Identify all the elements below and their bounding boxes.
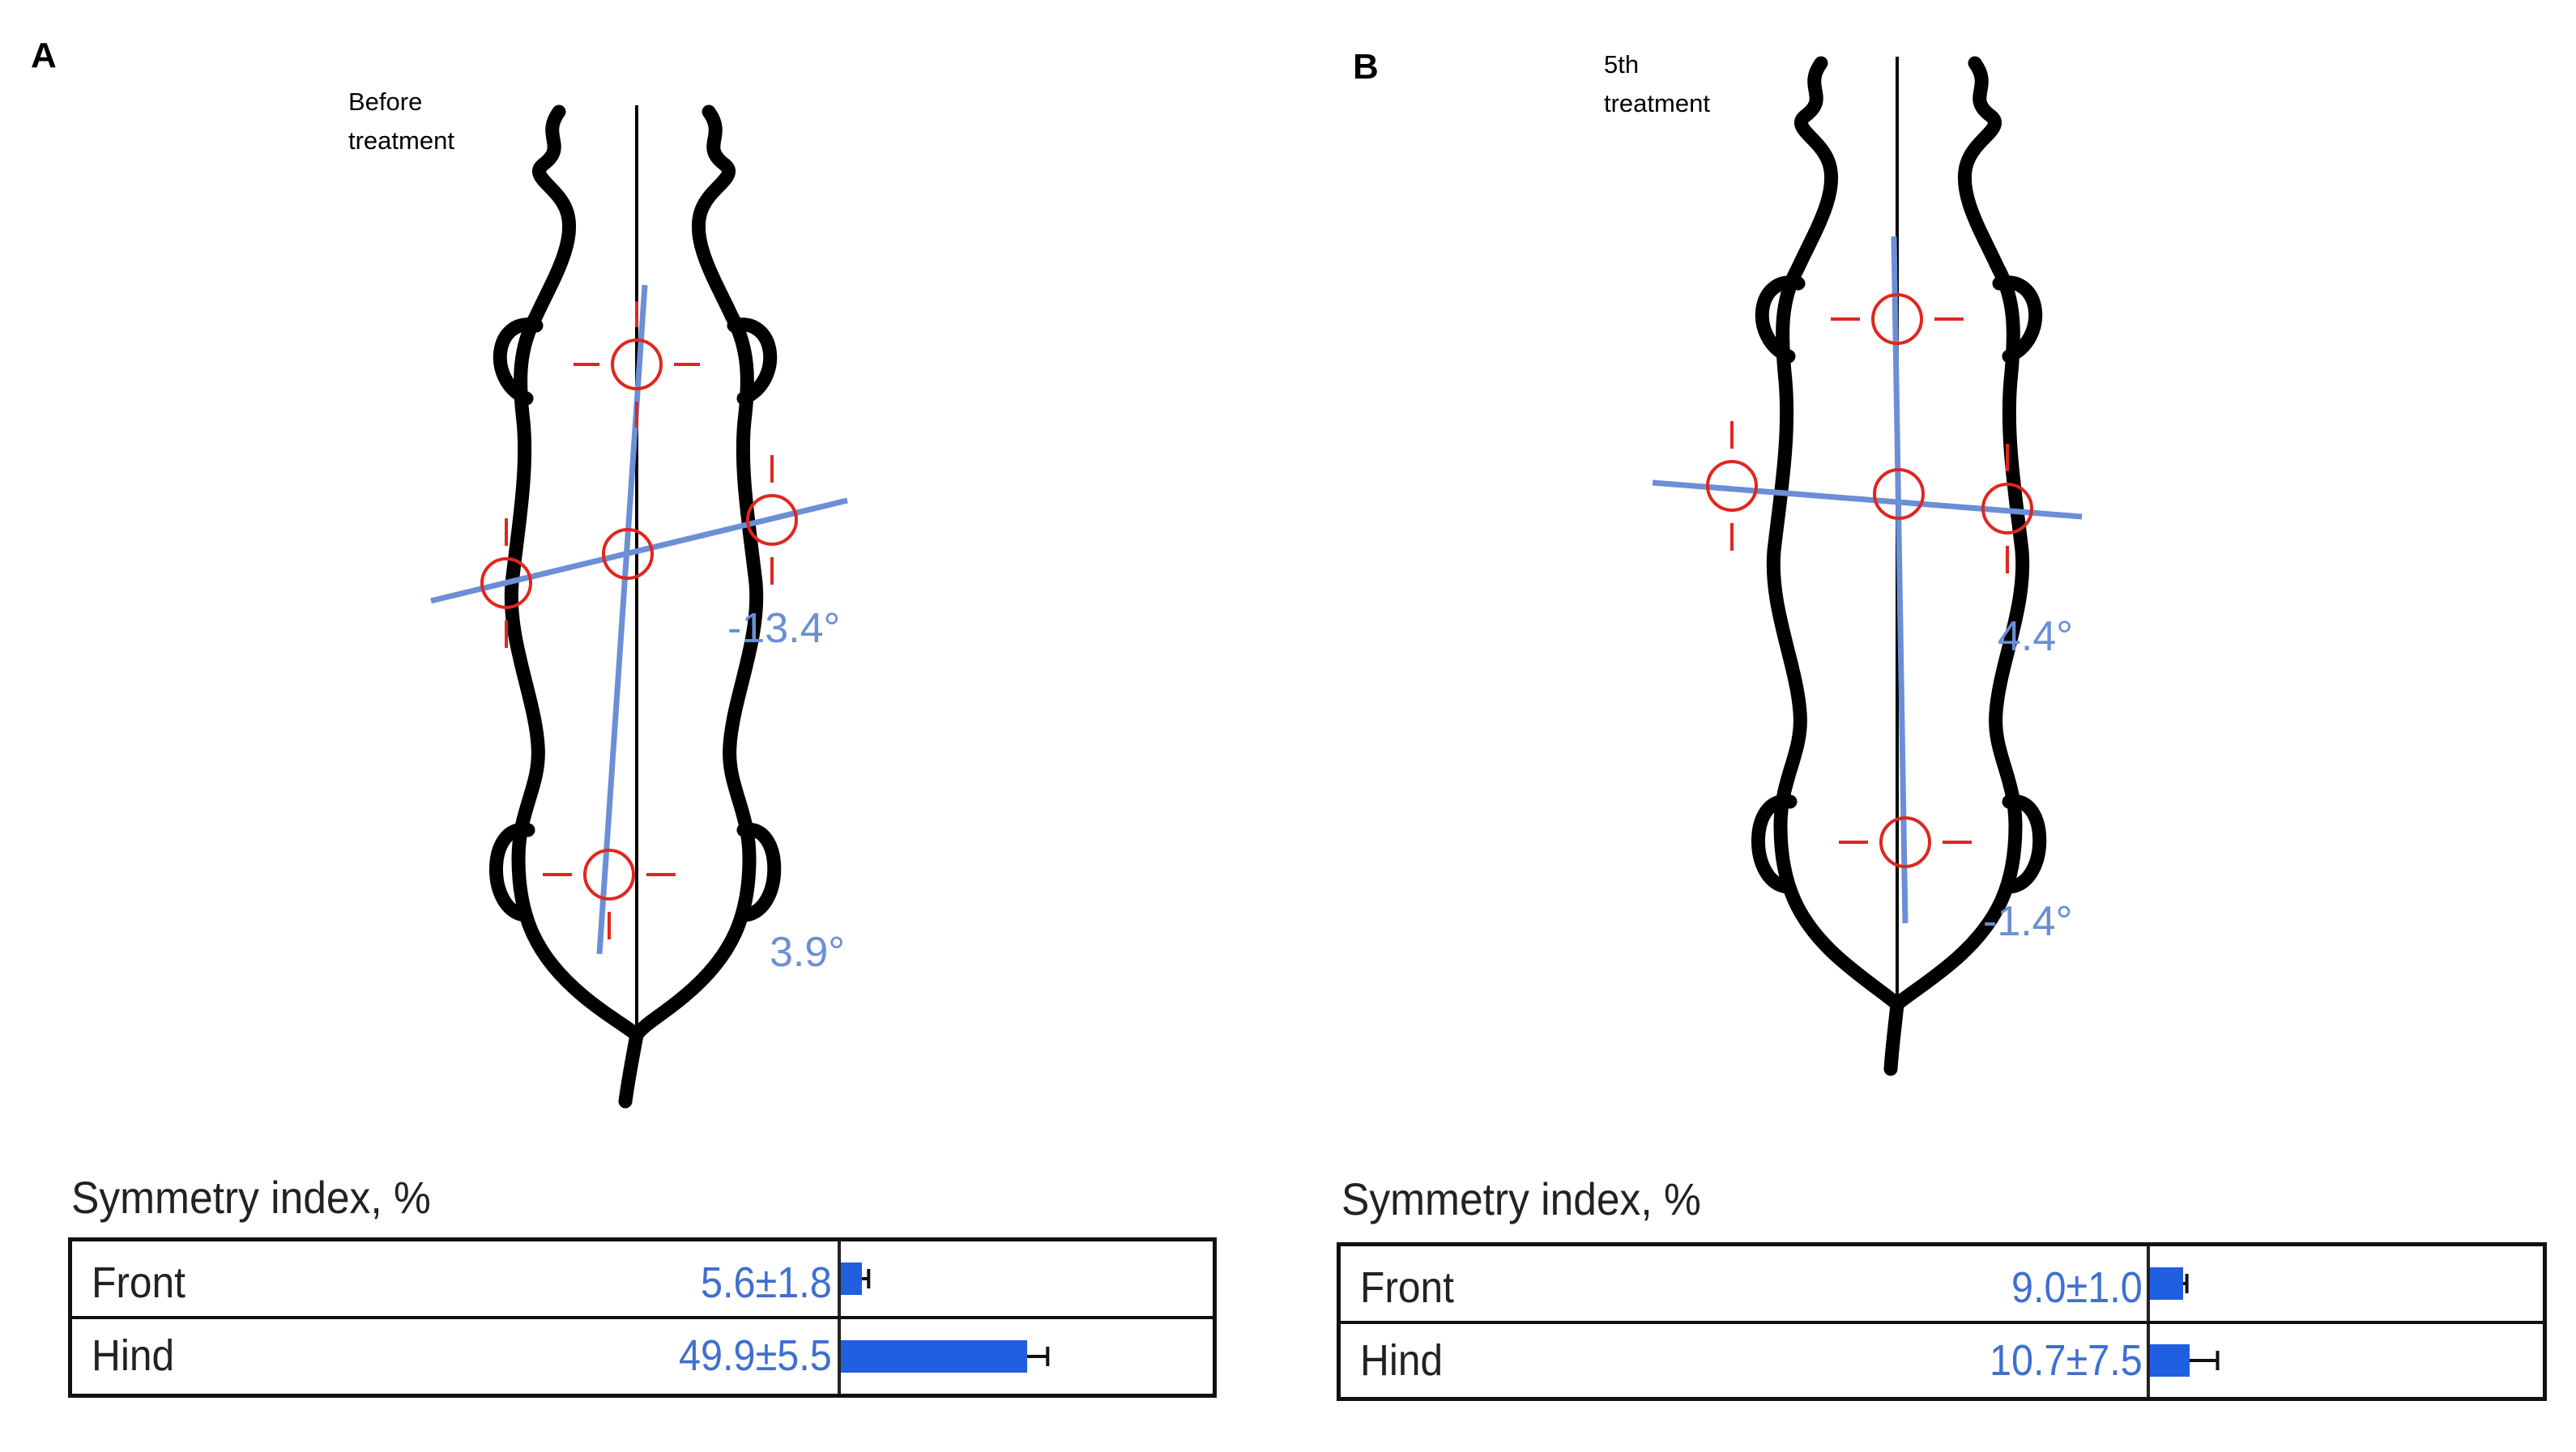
table-row: Hind 49.9±5.5 xyxy=(72,1319,1213,1394)
hindlimb-right xyxy=(736,823,782,922)
hindlimb-left xyxy=(1751,794,1798,894)
forelimb-right xyxy=(1992,275,2043,364)
tail xyxy=(1883,997,1904,1076)
forelimb-left xyxy=(493,317,544,406)
table-row: Front 5.6±1.8 xyxy=(72,1241,1213,1319)
row-label: Front xyxy=(1360,1263,1454,1312)
bar-baseline xyxy=(2147,1246,2150,1321)
bar-baseline xyxy=(2147,1324,2150,1397)
symmetry-index-table: Front 9.0±1.0 Hind 10.7±7.5 xyxy=(1337,1242,2547,1401)
row-label: Front xyxy=(92,1258,186,1307)
table-row: Front 9.0±1.0 xyxy=(1341,1246,2543,1324)
body-outline-left xyxy=(1766,56,1904,1011)
crosshair-target-icon xyxy=(1873,468,1925,520)
error-bar xyxy=(861,1269,871,1288)
row-label: Hind xyxy=(1360,1336,1444,1385)
error-bar xyxy=(2190,1351,2220,1370)
row-value: 9.0±1.0 xyxy=(2011,1263,2143,1312)
bar-baseline xyxy=(838,1319,841,1394)
rat-body-outline-icon xyxy=(430,104,848,1109)
row-value: 10.7±7.5 xyxy=(1990,1336,2143,1385)
crosshair-target-icon xyxy=(1981,444,2033,573)
shoulder-axis-line xyxy=(430,497,848,604)
row-label: Hind xyxy=(92,1331,175,1380)
hindlimb-left xyxy=(489,823,535,922)
panel-b: B 5th treatment xyxy=(1288,0,2576,1452)
treatment-label-line1: 5th xyxy=(1604,50,1640,79)
angle-upper-label: -13.4° xyxy=(727,605,841,652)
crosshair-target-icon xyxy=(1706,421,1758,551)
bar-baseline xyxy=(838,1241,841,1316)
symmetry-bar xyxy=(841,1340,1027,1373)
rat-body-outline-icon xyxy=(1652,56,2083,1076)
angle-lower-label: -1.4° xyxy=(1983,898,2073,945)
crosshair-target-icon xyxy=(1831,293,1964,345)
symmetry-index-table: Front 5.6±1.8 Hind 49.9±5.5 xyxy=(68,1237,1217,1398)
treatment-label: 5th treatment xyxy=(1604,45,1710,123)
forelimb-left xyxy=(1755,275,1806,364)
treatment-label-line1: Before xyxy=(348,87,423,116)
spine-axis-line xyxy=(596,284,648,955)
tail xyxy=(618,1028,644,1109)
symmetry-bar xyxy=(2150,1267,2184,1300)
panel-letter: B xyxy=(1353,47,1379,87)
crosshair-target-icon xyxy=(543,849,676,939)
error-bar xyxy=(2183,1274,2189,1293)
crosshair-target-icon xyxy=(746,455,798,585)
error-bar xyxy=(1026,1347,1049,1366)
forelimb-right xyxy=(727,317,778,406)
crosshair-target-icon xyxy=(574,301,700,428)
row-value: 5.6±1.8 xyxy=(701,1258,832,1307)
symmetry-index-title: Symmetry index, % xyxy=(1341,1173,1701,1224)
crosshair-target-icon xyxy=(602,528,654,580)
symmetry-bar xyxy=(2150,1344,2190,1377)
symmetry-bar xyxy=(841,1263,862,1295)
panel-a: A Before treatment xyxy=(31,36,1217,1398)
angle-upper-label: 4.4° xyxy=(1998,613,2074,660)
panel-letter: A xyxy=(31,36,57,75)
body-outline-right xyxy=(629,104,764,1042)
treatment-label: Before treatment xyxy=(348,83,454,160)
shoulder-axis-line xyxy=(1652,479,2083,520)
symmetry-index-title: Symmetry index, % xyxy=(71,1172,431,1223)
treatment-label-line2: treatment xyxy=(1604,89,1710,117)
hindlimb-right xyxy=(2002,794,2047,894)
angle-lower-label: 3.9° xyxy=(770,929,846,976)
crosshair-target-icon xyxy=(480,518,532,648)
crosshair-target-icon xyxy=(1839,816,1972,868)
treatment-label-line2: treatment xyxy=(348,126,454,155)
table-row: Hind 10.7±7.5 xyxy=(1341,1324,2543,1397)
row-value: 49.9±5.5 xyxy=(679,1331,832,1380)
spine-axis-line xyxy=(1891,236,1909,924)
